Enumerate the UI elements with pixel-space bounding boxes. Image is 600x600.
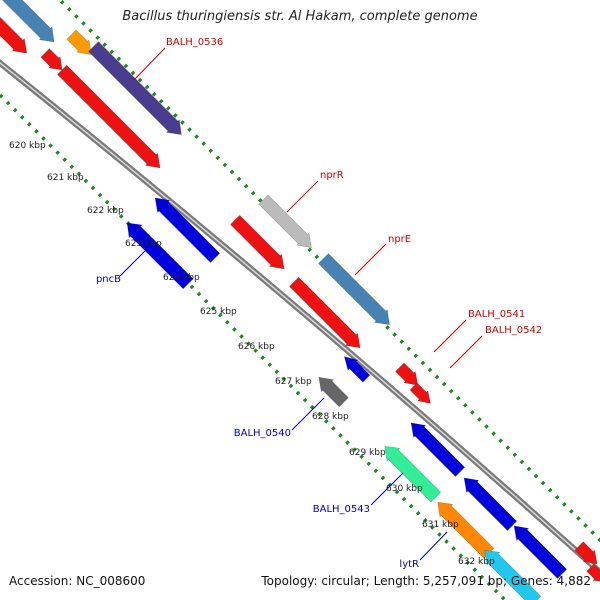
gene-arrow-reverse — [484, 549, 542, 600]
gene-label-pncb: pncB — [96, 274, 121, 285]
leader-pncb — [119, 247, 149, 277]
scale-label: 625 kbp — [200, 307, 237, 317]
gene-arrow-forward — [40, 48, 63, 71]
label-leaders — [119, 47, 483, 561]
gene-arrow-reverse — [154, 197, 221, 263]
scale-label: 630 kbp — [386, 484, 423, 494]
scale-label: 622 kbp — [87, 206, 124, 216]
scale-labels: 620 kbp 621 kbp 622 kbp 623 kbp 624 kbp … — [9, 141, 495, 567]
gene-arrow-forward — [0, 16, 28, 54]
gene-arrow-forward — [66, 29, 92, 55]
scale-label: 628 kbp — [312, 412, 349, 422]
scale-label: 627 kbp — [275, 377, 312, 387]
gene-arrow-forward — [395, 362, 419, 386]
leader-lytr — [419, 531, 448, 561]
gene-arrow-forward — [574, 541, 598, 565]
scale-label: 626 kbp — [238, 342, 275, 352]
gene-arrow-forward — [318, 253, 390, 325]
genome-summary-text: Topology: circular; Length: 5,257,091 bp… — [261, 574, 591, 588]
gene-arrow-forward — [57, 64, 161, 169]
figure-title: Bacillus thuringiensis str. Al Hakam, co… — [122, 9, 478, 24]
leader-npre — [354, 243, 387, 276]
gene-label-npre: nprE — [388, 234, 411, 245]
scale-label: 632 kbp — [458, 557, 495, 567]
leader-balh-0536 — [133, 47, 166, 81]
scale-label: 624 kbp — [163, 273, 200, 283]
gene-label-balh-0541: BALH_0541 — [468, 309, 525, 320]
gene-arrow-reverse — [513, 525, 568, 579]
scale-label: 623 kbp — [125, 239, 162, 249]
gene-label-balh-0540: BALH_0540 — [234, 428, 291, 439]
scale-label: 629 kbp — [349, 448, 386, 458]
gene-arrow-reverse — [126, 222, 194, 290]
leader-balh-0541 — [433, 319, 467, 353]
gene-arrow-reverse — [437, 501, 495, 559]
leader-balh-0540 — [291, 397, 325, 431]
gene-arrow-reverse — [384, 445, 442, 503]
gene-labels: BALH_0536 nprR nprE BALH_0541 BALH_0542 … — [96, 37, 542, 570]
gene-arrow-reverse — [463, 477, 518, 531]
tick-track-inner — [0, 93, 508, 600]
tick-track-outer — [57, 0, 600, 543]
gene-label-balh-0542: BALH_0542 — [485, 325, 542, 336]
gene-arrow-forward — [289, 276, 361, 349]
gene-arrow-reverse — [343, 356, 371, 383]
gene-arrow-forward — [258, 194, 312, 248]
gene-label-lytr: lytR — [399, 559, 419, 570]
accession-text: Accession: NC_008600 — [9, 574, 146, 588]
leader-nprr — [286, 180, 319, 213]
leader-balh-0542 — [449, 335, 483, 369]
gene-label-balh-0536: BALH_0536 — [166, 37, 223, 48]
gene-arrow-reverse — [318, 376, 349, 408]
genome-backbone-highlight — [0, 62, 600, 574]
scale-label: 621 kbp — [47, 173, 84, 183]
gene-arrow-forward — [586, 563, 600, 582]
gene-arrow-forward — [88, 41, 182, 135]
gene-arrow-reverse — [410, 422, 466, 477]
gene-arrow-forward — [230, 214, 285, 270]
scale-label: 620 kbp — [9, 141, 46, 151]
gene-arrow-forward — [409, 382, 431, 404]
leader-balh-0543 — [370, 472, 404, 506]
gene-label-balh-0543: BALH_0543 — [313, 504, 370, 515]
scale-label: 631 kbp — [422, 520, 459, 530]
gene-arrow-forward — [1, 0, 55, 43]
gene-label-nprr: nprR — [320, 170, 344, 181]
